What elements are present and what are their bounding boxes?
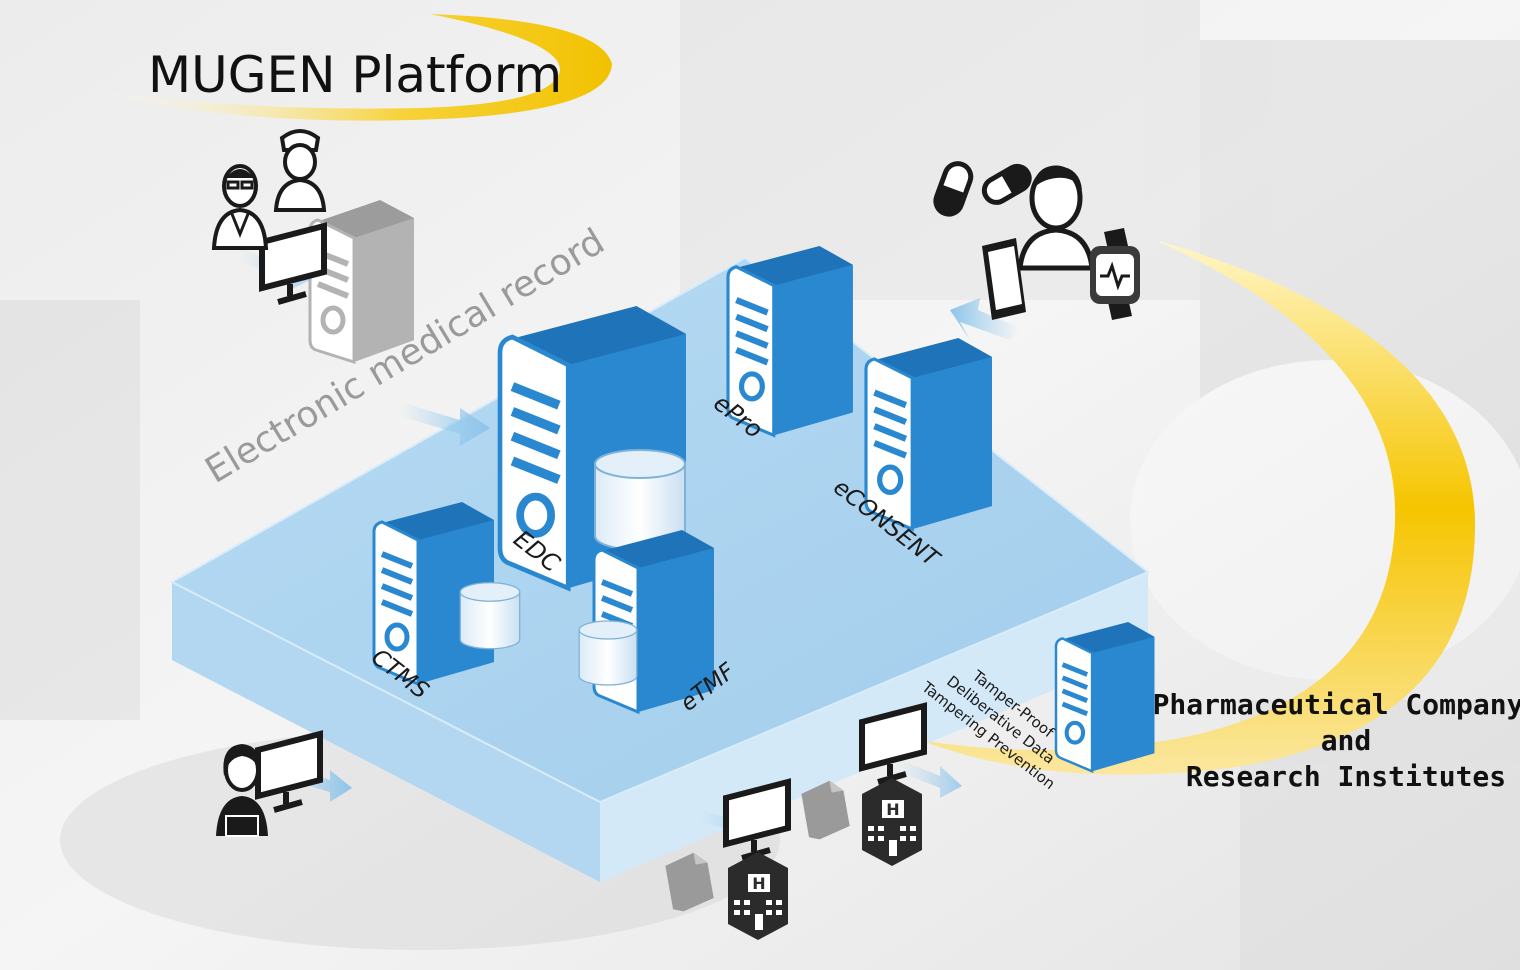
tablet-icon xyxy=(982,238,1026,320)
doctor-icon xyxy=(211,164,269,250)
etmf-database-icon xyxy=(578,620,638,686)
pharma-line-1: Pharmaceutical Company xyxy=(1153,688,1520,721)
hospital-icon-1 xyxy=(728,852,788,940)
capsule-icon xyxy=(981,163,1032,205)
pharma-line-2: and xyxy=(1321,724,1372,757)
patient-icon xyxy=(1017,165,1095,271)
operator-icon xyxy=(216,744,268,837)
pharma-line-3: Research Institutes xyxy=(1186,760,1506,793)
hospital-icon-2 xyxy=(862,778,922,866)
econsent-server-icon xyxy=(866,338,992,529)
page-title: MUGEN Platform xyxy=(148,46,562,104)
pill-icon xyxy=(933,161,974,217)
smartwatch-icon xyxy=(1090,228,1140,320)
nurse-icon xyxy=(273,129,327,212)
pharma-label: Pharmaceutical Company and Research Inst… xyxy=(1153,688,1520,793)
pharma-server-icon xyxy=(1056,622,1154,771)
emr-server-icon xyxy=(308,200,414,365)
ctms-database-icon xyxy=(459,582,521,650)
